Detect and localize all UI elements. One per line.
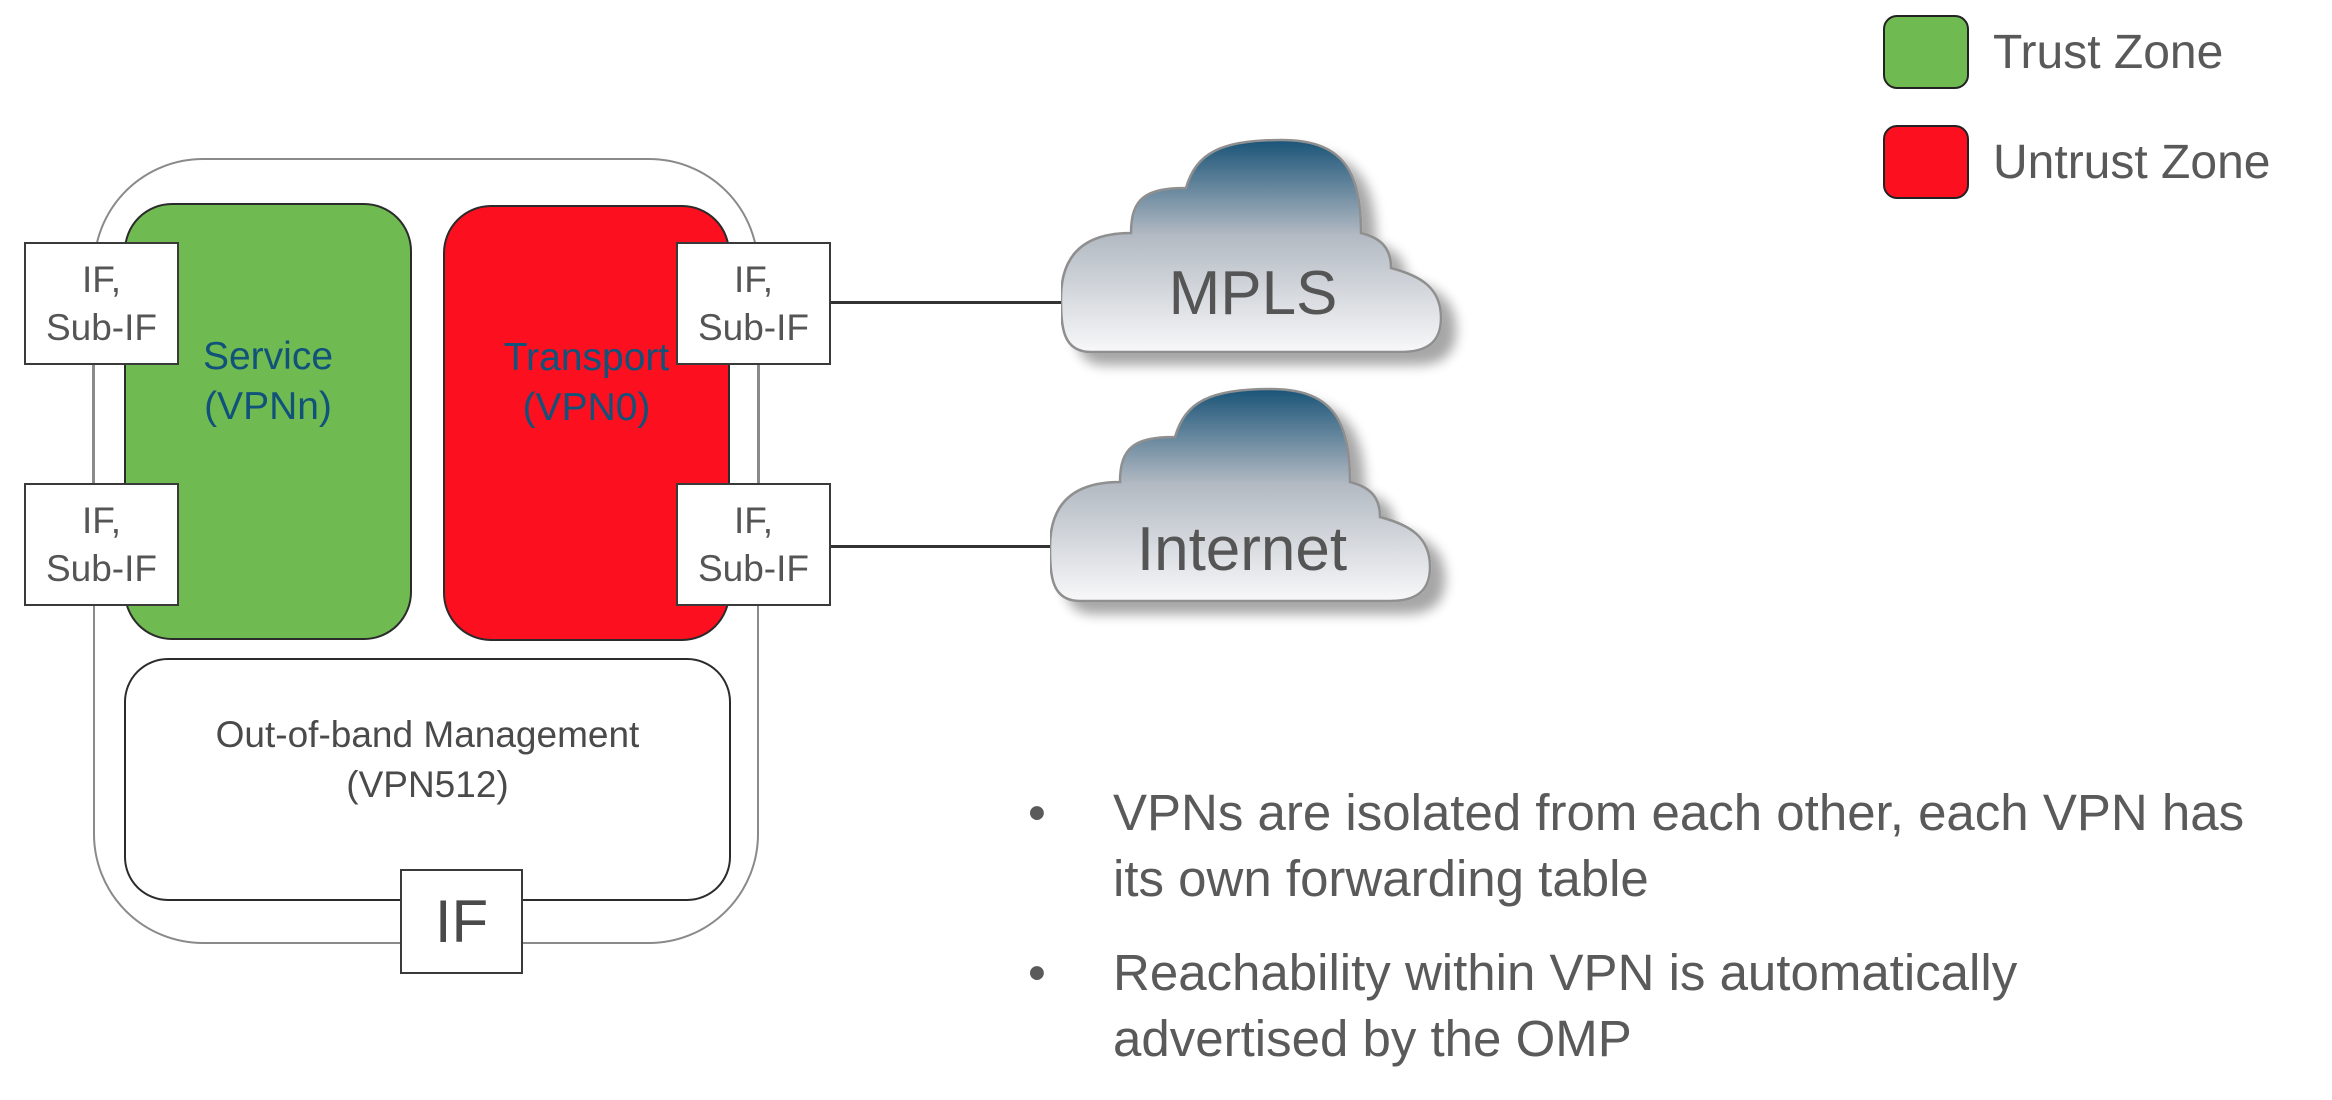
mpls-cloud: MPLS <box>1059 138 1481 378</box>
interface-label: IF, <box>733 258 774 300</box>
bullet-item: • VPNs are isolated from each other, eac… <box>1020 780 2320 912</box>
cloud-icon <box>1059 138 1443 354</box>
service-interface-bottom: IF, Sub-IF <box>24 483 179 606</box>
bullet-text: Reachability within VPN is automatically… <box>1113 944 2018 1067</box>
internet-cloud: Internet <box>1048 387 1470 627</box>
cloud-icon <box>1048 387 1432 603</box>
internet-label: Internet <box>1136 515 1348 584</box>
interface-label: IF, <box>81 258 122 300</box>
bullet-icon: • <box>1028 784 1046 841</box>
management-zone-title: Out-of-band Management <box>215 713 640 755</box>
transport-zone-vpn: (VPN0) <box>522 386 651 429</box>
bullet-item: • Reachability within VPN is automatical… <box>1020 940 2320 1072</box>
service-interface-top: IF, Sub-IF <box>24 242 179 365</box>
transport-interface-top: IF, Sub-IF <box>676 242 831 365</box>
internet-link <box>831 545 1053 548</box>
bullet-list: • VPNs are isolated from each other, eac… <box>1020 780 2320 1100</box>
service-if-connector <box>92 364 94 484</box>
legend-swatch-untrust <box>1883 125 1969 199</box>
mpls-link <box>831 301 1064 304</box>
interface-sublabel: Sub-IF <box>697 547 810 589</box>
interface-sublabel: Sub-IF <box>45 547 158 589</box>
transport-zone-title: Transport <box>503 336 670 379</box>
management-zone: Out-of-band Management (VPN512) <box>124 658 731 901</box>
management-interface: IF <box>400 869 523 974</box>
bullet-text: VPNs are isolated from each other, each … <box>1113 784 2245 907</box>
transport-interface-bottom: IF, Sub-IF <box>676 483 831 606</box>
legend-label-untrust: Untrust Zone <box>1993 136 2271 189</box>
bullet-icon: • <box>1028 944 1046 1001</box>
service-zone-vpn: (VPNn) <box>204 384 332 428</box>
legend-swatch-trust <box>1883 15 1969 89</box>
transport-if-connector <box>758 364 760 484</box>
interface-sublabel: Sub-IF <box>697 306 810 348</box>
management-zone-vpn: (VPN512) <box>346 763 509 805</box>
interface-label: IF, <box>81 499 122 541</box>
management-interface-label: IF <box>434 888 489 955</box>
interface-sublabel: Sub-IF <box>45 306 158 348</box>
service-zone-title: Service <box>202 334 334 378</box>
interface-label: IF, <box>733 499 774 541</box>
legend-label-trust: Trust Zone <box>1993 26 2224 79</box>
mpls-label: MPLS <box>1168 259 1338 328</box>
